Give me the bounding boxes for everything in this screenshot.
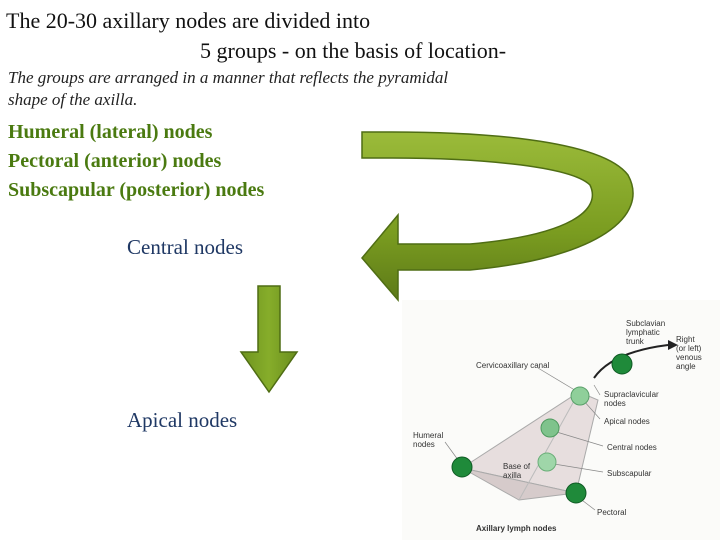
label-pectoral: Pectoral: [597, 508, 627, 517]
group-humeral: Humeral (lateral) nodes: [8, 121, 213, 143]
intro-line-2: shape of the axilla.: [8, 90, 138, 109]
label-central: Central nodes: [607, 443, 657, 452]
group-subscapular: Subscapular (posterior) nodes: [8, 179, 265, 201]
intro-line-1: The groups are arranged in a manner that…: [8, 68, 449, 87]
central-node-icon: [540, 418, 560, 438]
group-pectoral: Pectoral (anterior) nodes: [8, 150, 222, 172]
supraclavicular-node-icon: [611, 353, 633, 375]
apical-nodes-label: Apical nodes: [127, 408, 238, 432]
pectoral-node-icon: [565, 482, 587, 504]
down-arrow-icon: [239, 285, 299, 394]
central-nodes-label: Central nodes: [127, 235, 244, 259]
diagram-caption: Axillary lymph nodes: [476, 524, 557, 533]
heading-line-2: 5 groups - on the basis of location-: [200, 38, 507, 63]
apical-node-icon: [570, 386, 590, 406]
heading-line-1: The 20-30 axillary nodes are divided int…: [6, 8, 371, 33]
curved-arrow-icon: [361, 131, 634, 303]
label-subscapular: Subscapular: [607, 469, 652, 478]
humeral-node-icon: [451, 456, 473, 478]
subscapular-node-icon: [537, 452, 557, 472]
label-canal: Cervicoaxillary canal: [476, 361, 550, 370]
label-apical: Apical nodes: [604, 417, 650, 426]
